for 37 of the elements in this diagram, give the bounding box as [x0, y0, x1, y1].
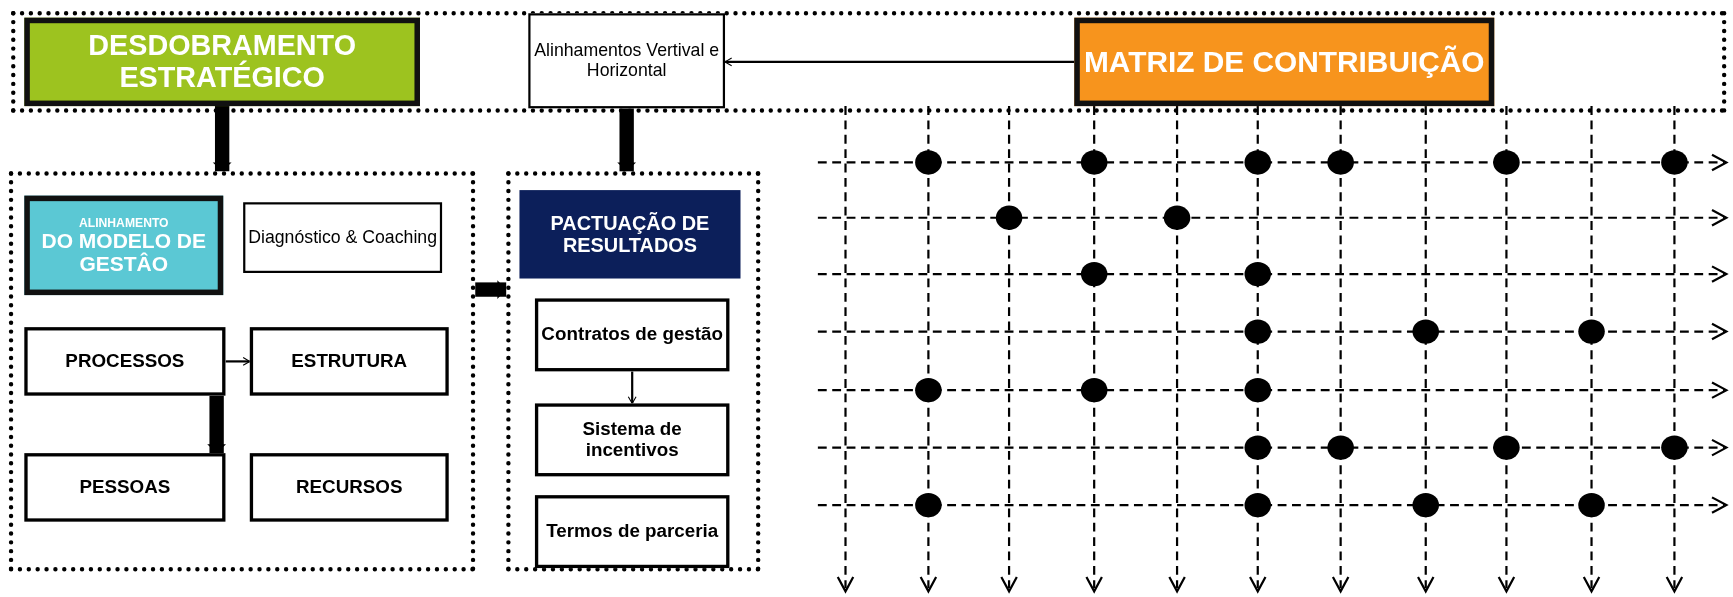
- dotted-frame: [8, 171, 476, 572]
- box-label: MATRIZ DE CONTRIBUIÇÃO: [1083, 45, 1485, 79]
- box-label: ALINHAMENTO: [78, 215, 169, 229]
- box-label: Alinhamentos Vertival e Horizontal: [533, 41, 721, 81]
- text-box: [243, 202, 443, 273]
- block-arrow: [212, 106, 232, 172]
- box-label: DO MODELO DE GESTÂO: [40, 228, 208, 276]
- dotted-frame: [11, 11, 1727, 113]
- box-label: PROCESSOS: [65, 350, 185, 372]
- box-label: Diagnóstico & Coaching: [248, 227, 437, 248]
- process-box: [24, 327, 226, 396]
- box-label: ESTRUTURA: [291, 350, 408, 372]
- process-box: [24, 453, 226, 522]
- box-label: Sistema de incentivos: [581, 418, 683, 461]
- heading-box: [519, 190, 741, 279]
- title-box: [24, 17, 420, 107]
- box-label: PACTUAÇÃO DE RESULTADOS: [549, 212, 711, 257]
- block-arrow: [617, 108, 637, 172]
- box-label: RECURSOS: [296, 476, 403, 498]
- title-box: [1074, 17, 1495, 107]
- dotted-frame: [506, 171, 761, 572]
- box-label: Termos de parceria: [546, 521, 719, 543]
- process-box: [249, 453, 449, 522]
- highlight-box: [24, 195, 224, 296]
- block-arrow: [475, 280, 507, 299]
- box-label: PESSOAS: [79, 476, 171, 498]
- process-box: [534, 403, 730, 477]
- box-label: DESDOBRAMENTO ESTRATÉGICO: [87, 29, 357, 95]
- arrow: [724, 57, 1075, 67]
- block-arrow: [207, 395, 226, 454]
- arrow: [627, 371, 637, 404]
- process-box: [534, 495, 730, 569]
- text-box: [528, 13, 726, 109]
- process-box: [249, 327, 449, 396]
- arrow: [225, 357, 251, 366]
- process-box: [534, 298, 730, 372]
- box-label: Contratos de gestão: [541, 324, 723, 346]
